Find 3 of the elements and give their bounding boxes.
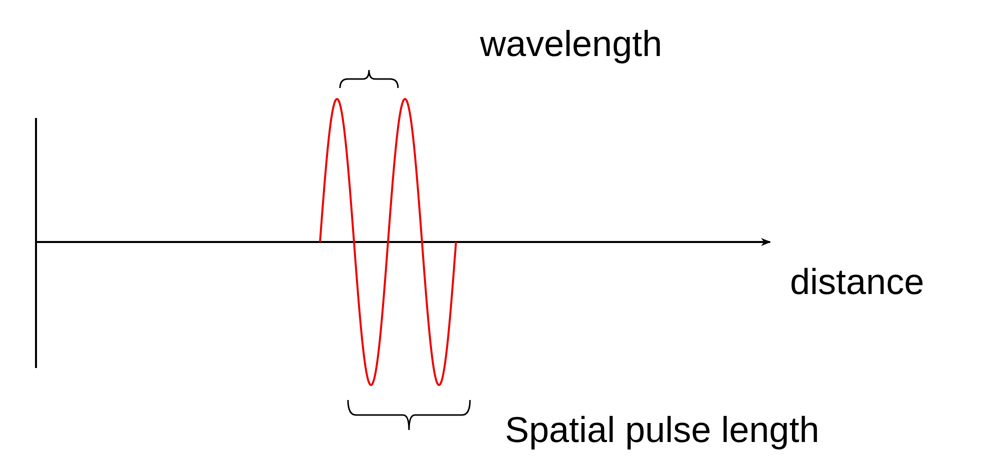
- pulse-length-label: Spatial pulse length: [505, 412, 820, 448]
- axis-label: distance: [790, 264, 924, 300]
- wavelength-label: wavelength: [480, 26, 662, 62]
